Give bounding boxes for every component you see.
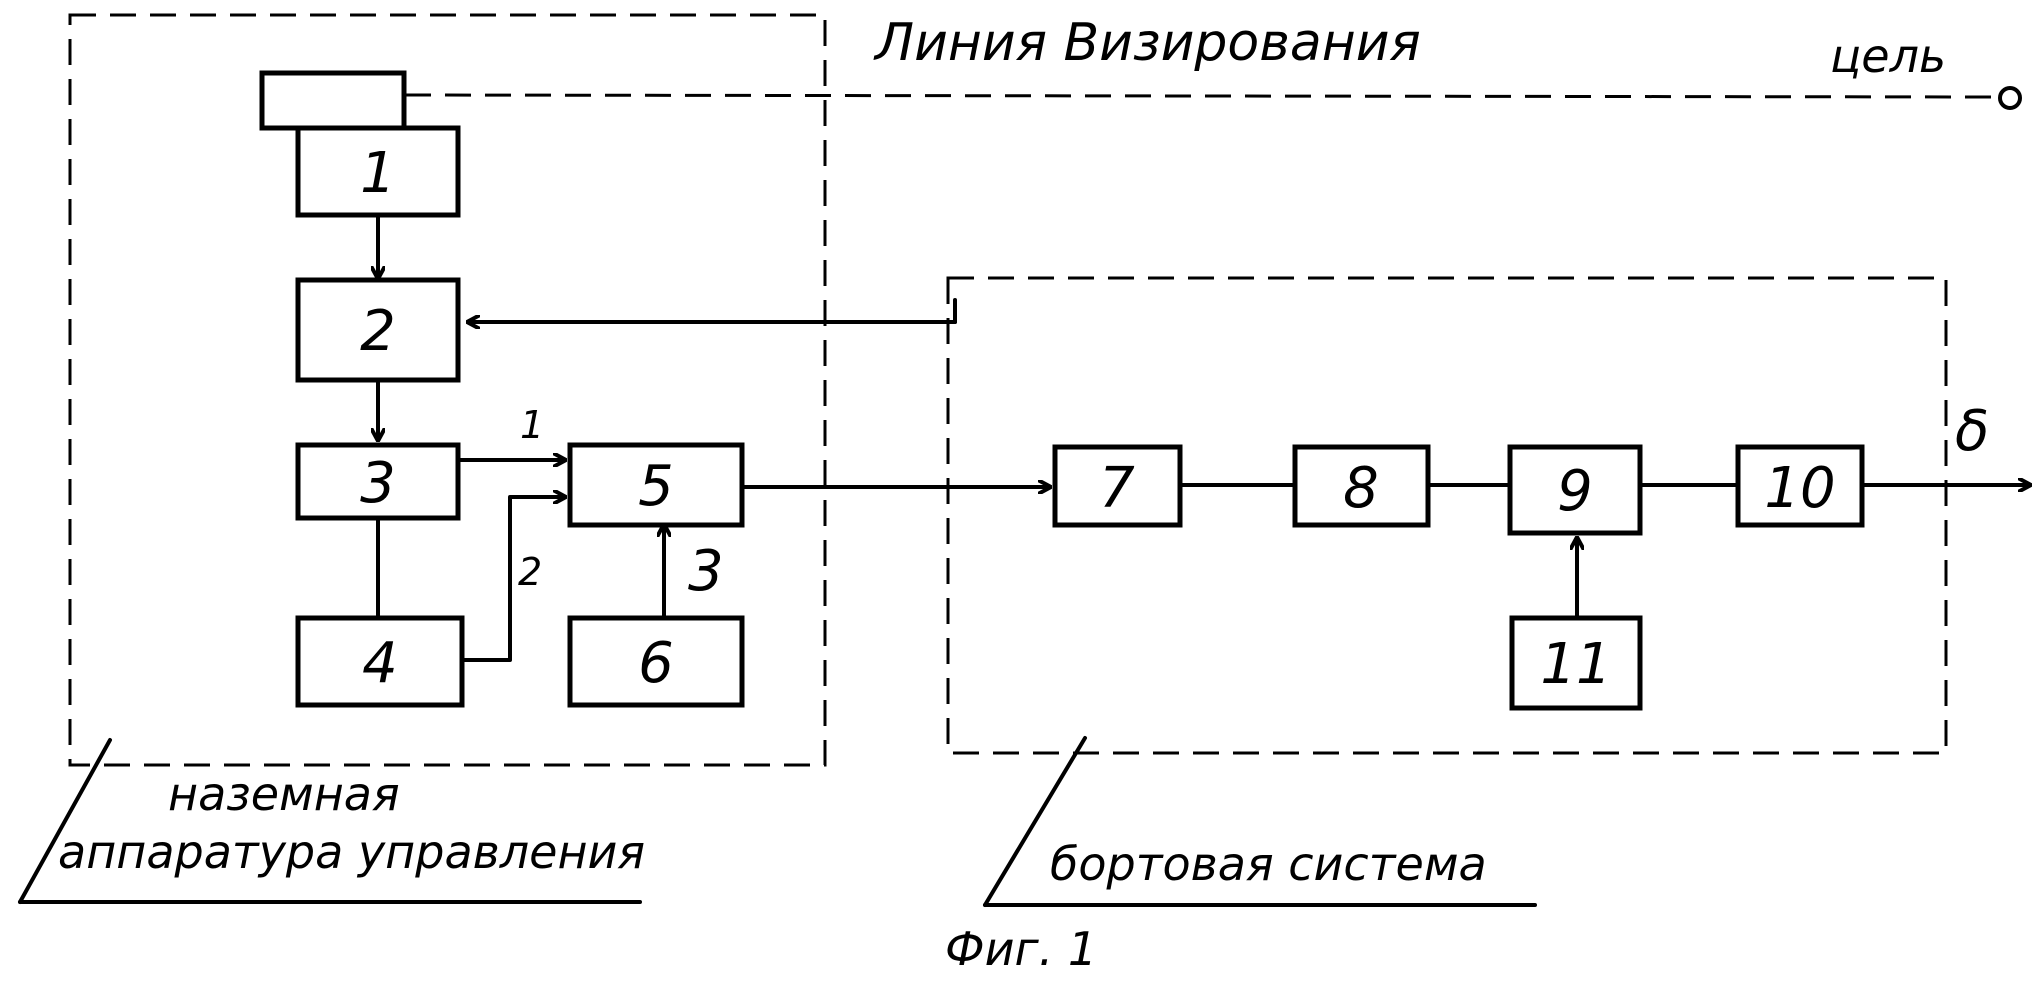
block-7-label: 7 — [1099, 456, 1135, 521]
input-1-label: 1 — [520, 403, 544, 447]
figure-caption: Фиг. 1 — [945, 922, 1097, 976]
onboard-caption: бортовая система — [1050, 837, 1487, 891]
output-label: δ — [1955, 399, 1989, 464]
block-4: 4 — [298, 618, 462, 705]
link-4-5 — [462, 497, 565, 660]
block-1: 1 — [298, 128, 458, 215]
block-8: 8 — [1295, 447, 1428, 525]
block-5: 5 — [570, 445, 742, 525]
block-5-label: 5 — [638, 454, 674, 519]
input-2-label: 2 — [518, 550, 542, 594]
target-label: цель — [1830, 29, 1946, 83]
block-4-label: 4 — [362, 631, 398, 696]
block-9: 9 — [1510, 447, 1640, 533]
sight-line — [405, 95, 2000, 97]
block-7: 7 — [1055, 447, 1180, 525]
block-11-label: 11 — [1540, 632, 1611, 697]
block-3-label: 3 — [360, 451, 396, 516]
block-2-label: 2 — [360, 299, 396, 364]
target-marker — [2000, 88, 2020, 108]
sight-line-title: Линия Визирования — [873, 13, 1421, 73]
block-10-label: 10 — [1764, 456, 1835, 521]
block-2: 2 — [298, 280, 458, 380]
block-9-label: 9 — [1557, 459, 1593, 524]
block-8-label: 8 — [1343, 456, 1379, 521]
input-3-label: 3 — [688, 539, 724, 604]
block-11: 11 — [1512, 618, 1640, 708]
ground-caption-line2: аппаратура управления — [58, 825, 645, 879]
ground-caption-line1: наземная — [168, 767, 400, 821]
block-6: 6 — [570, 618, 742, 705]
block-0 — [262, 73, 404, 128]
block-10: 10 — [1738, 447, 1862, 525]
block-1-label: 1 — [360, 141, 396, 206]
block-6-label: 6 — [638, 631, 674, 696]
block-3: 3 — [298, 445, 458, 518]
